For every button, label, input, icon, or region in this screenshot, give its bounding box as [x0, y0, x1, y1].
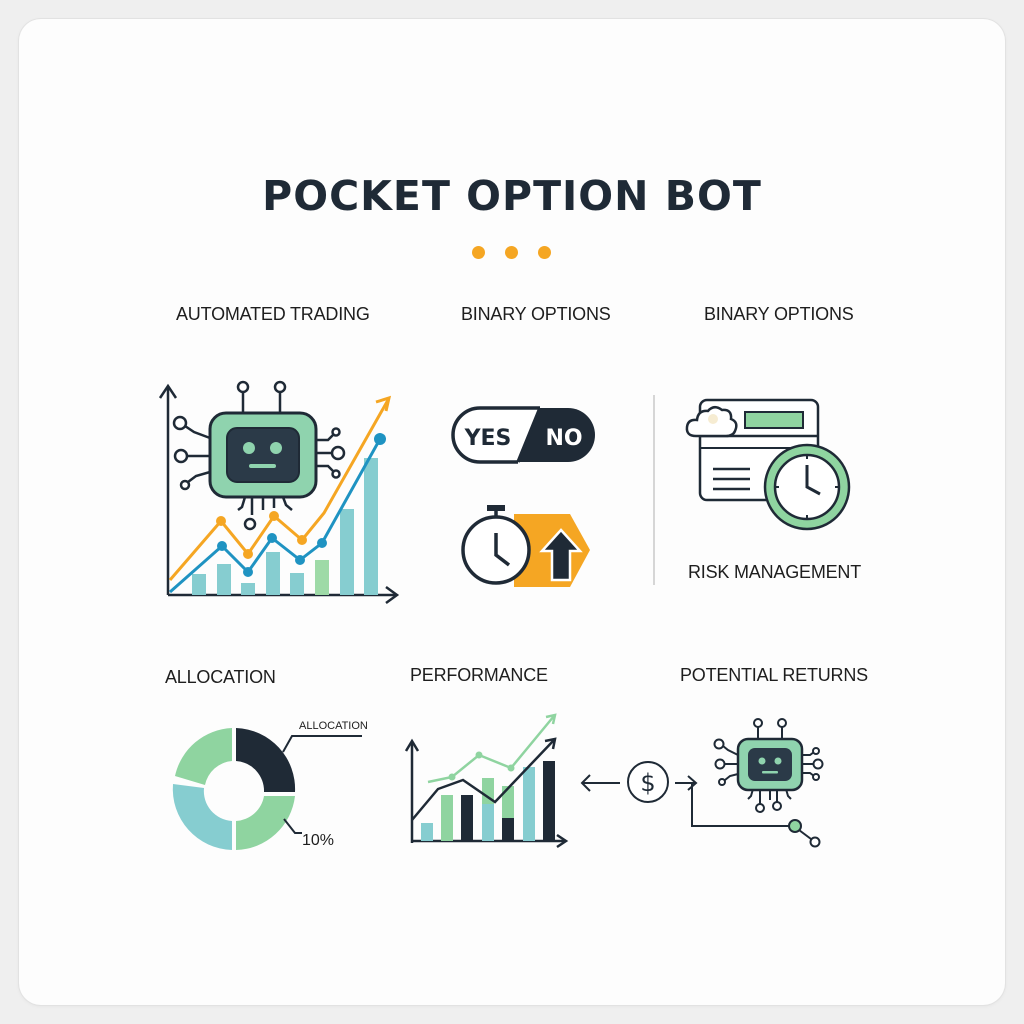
- risk-management-icon: [685, 398, 851, 531]
- dot-1: [472, 246, 485, 259]
- donut-callout-label: ALLOCATION: [299, 720, 368, 732]
- label-allocation: ALLOCATION: [165, 667, 276, 687]
- dot-3: [538, 246, 551, 259]
- label-binary-options-2: BINARY OPTIONS: [704, 304, 854, 324]
- allocation-donut-chart: ALLOCATION 10%: [172, 720, 368, 850]
- section-divider: [653, 395, 655, 585]
- dot-2: [505, 246, 518, 259]
- label-binary-options-1: BINARY OPTIONS: [461, 304, 611, 324]
- donut-value-label: 10%: [302, 832, 334, 849]
- performance-chart-icon: [404, 713, 569, 849]
- label-risk-management: RISK MANAGEMENT: [688, 562, 862, 582]
- no-text: NO: [545, 426, 582, 451]
- page-title: POCKET OPTION BOT: [262, 172, 762, 220]
- dollar-icon: $: [640, 769, 655, 797]
- potential-returns-icon: $: [580, 718, 824, 848]
- label-performance: PERFORMANCE: [410, 665, 548, 685]
- yes-text: YES: [464, 426, 512, 451]
- label-automated-trading: AUTOMATED TRADING: [176, 304, 370, 324]
- robot-trading-chart-icon: [158, 380, 400, 605]
- label-potential-returns: POTENTIAL RETURNS: [680, 665, 868, 685]
- title-decoration-dots: [472, 246, 551, 259]
- yes-no-stopwatch-icon: YES NO: [451, 406, 595, 587]
